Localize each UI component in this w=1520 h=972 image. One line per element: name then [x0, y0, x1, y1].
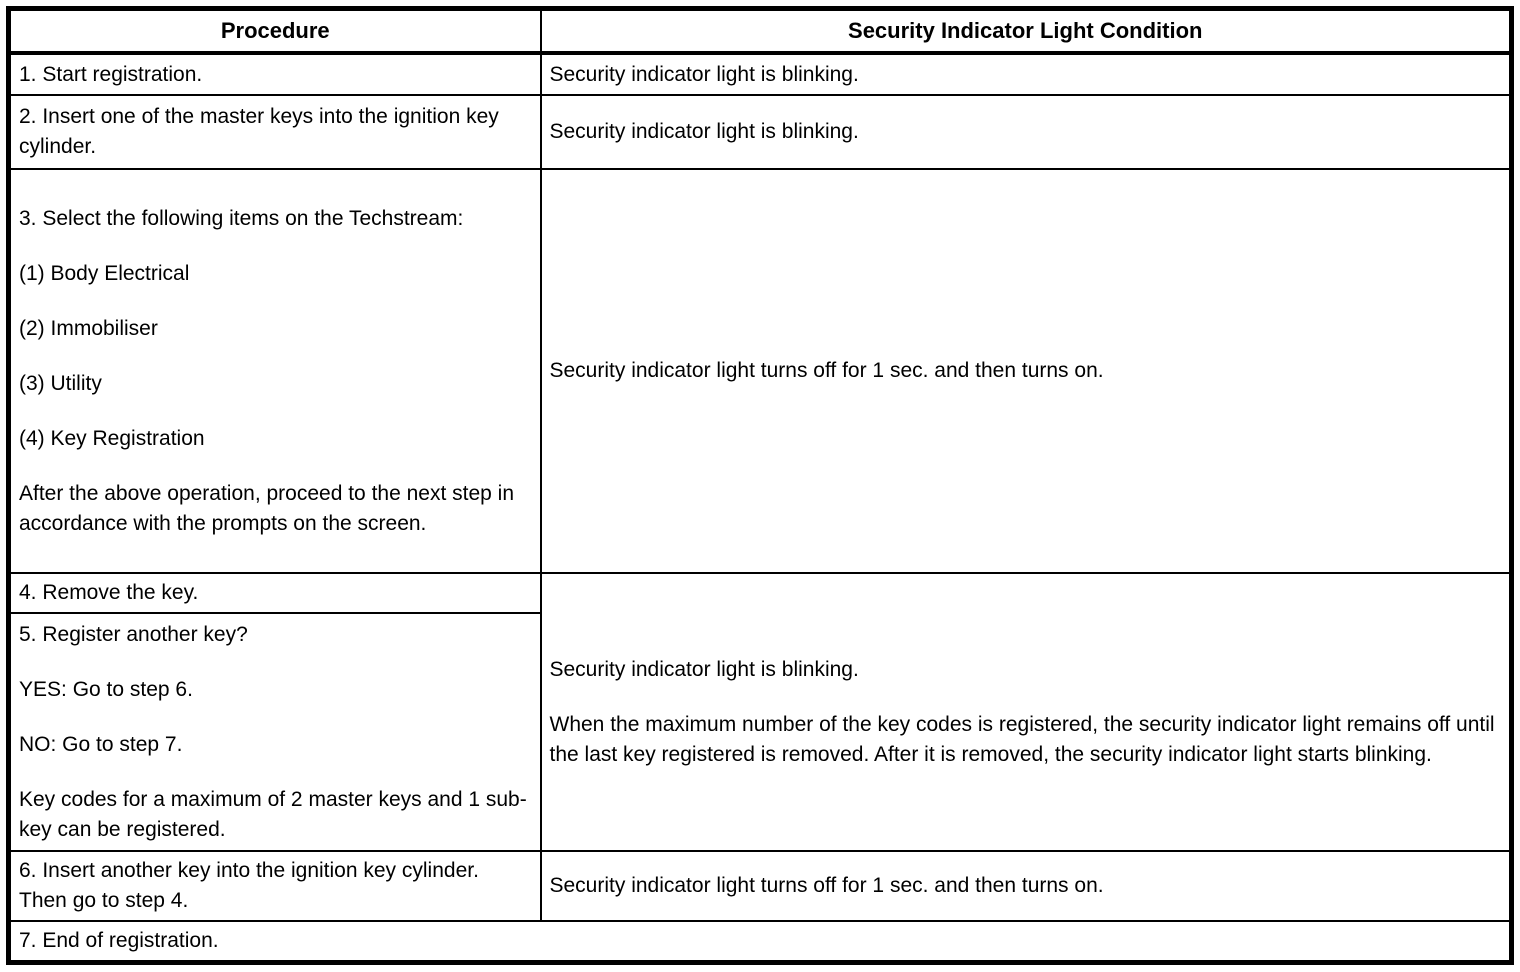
condition-cell-step-3: Security indicator light turns off for 1… [539, 168, 1513, 574]
step-5-note: Key codes for a maximum of 2 master keys… [19, 787, 527, 841]
step-5-question: 5. Register another key? [19, 622, 248, 646]
step-5-no: NO: Go to step 7. [19, 732, 183, 756]
header-row: Procedure Security Indicator Light Condi… [7, 7, 1513, 55]
procedure-column-header: Procedure [7, 7, 542, 55]
procedure-cell-step-3: 3. Select the following items on the Tec… [7, 168, 542, 574]
procedure-cell-step-5: 5. Register another key? YES: Go to step… [7, 612, 542, 852]
step-3-item-2: (2) Immobiliser [19, 316, 158, 340]
condition-cell-step-6: Security indicator light turns off for 1… [539, 850, 1513, 922]
procedure-cell-step-7: 7. End of registration. [7, 920, 1513, 964]
procedure-cell-step-2: 2. Insert one of the master keys into th… [7, 94, 542, 170]
step-3-item-4: (4) Key Registration [19, 426, 205, 450]
step-4-5-condition-line-2: When the maximum number of the key codes… [549, 712, 1495, 766]
step-4-5-condition-line-1: Security indicator light is blinking. [549, 657, 859, 681]
table-row-step-3: 3. Select the following items on the Tec… [7, 168, 1513, 574]
step-5-yes: YES: Go to step 6. [19, 677, 193, 701]
condition-cell-step-2: Security indicator light is blinking. [539, 94, 1513, 170]
procedure-cell-step-6: 6. Insert another key into the ignition … [7, 850, 542, 922]
step-3-note: After the above operation, proceed to th… [19, 481, 514, 535]
step-3-intro: 3. Select the following items on the Tec… [19, 206, 464, 230]
key-registration-procedure-table: Procedure Security Indicator Light Condi… [6, 6, 1514, 965]
table-row-step-5: 5. Register another key? YES: Go to step… [7, 612, 1512, 852]
condition-column-header: Security Indicator Light Condition [539, 7, 1513, 55]
table-row-step-6: 6. Insert another key into the ignition … [7, 850, 1513, 922]
table-row-step-7: 7. End of registration. [7, 920, 1513, 964]
table-row-step-1: 1. Start registration. Security indicato… [7, 52, 1513, 96]
condition-cell-step-1: Security indicator light is blinking. [539, 52, 1513, 96]
procedure-cell-step-1: 1. Start registration. [7, 52, 542, 96]
condition-cell-step-4-5: Security indicator light is blinking. Wh… [539, 572, 1513, 852]
procedure-cell-step-4: 4. Remove the key. [7, 572, 542, 614]
table-row-step-2: 2. Insert one of the master keys into th… [7, 94, 1513, 170]
step-3-item-3: (3) Utility [19, 371, 102, 395]
step-3-item-1: (1) Body Electrical [19, 261, 190, 285]
table-row-step-4: 4. Remove the key. Security indicator li… [7, 572, 1513, 852]
